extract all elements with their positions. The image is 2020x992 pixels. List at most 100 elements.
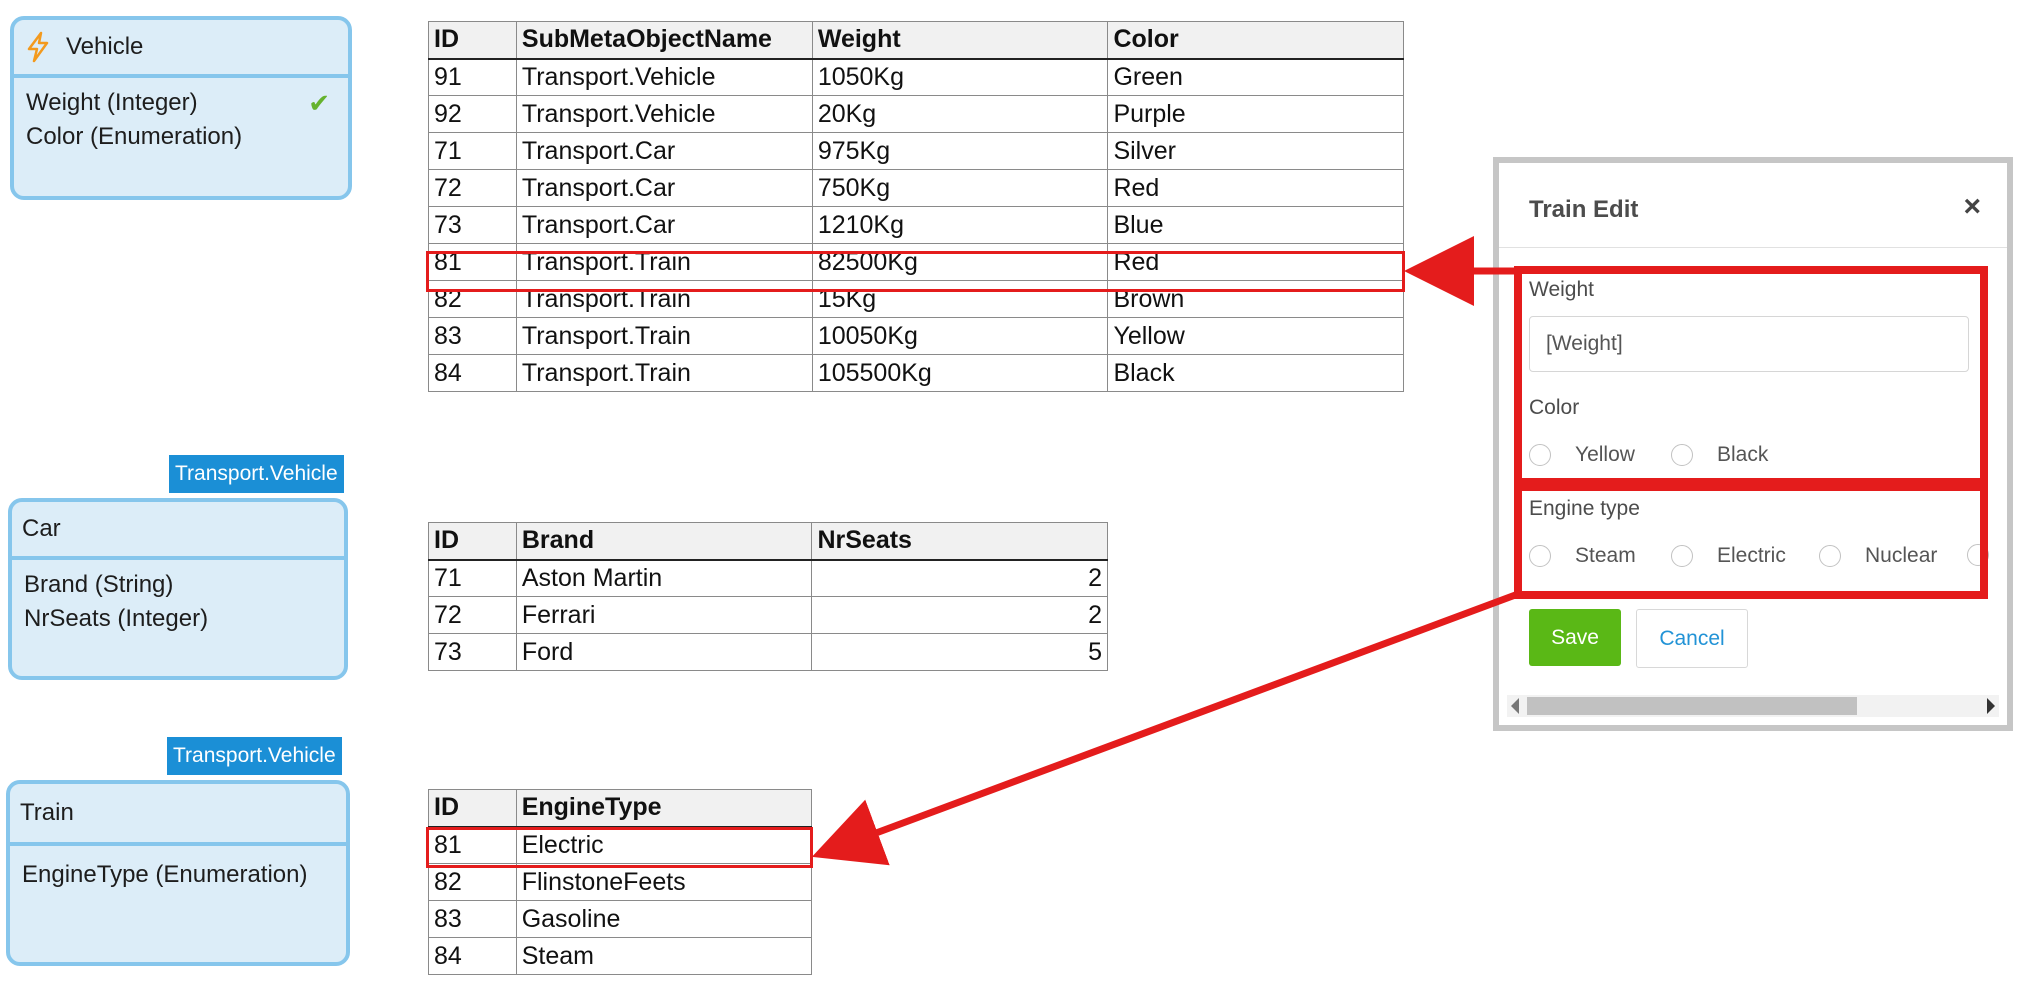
vehicle-attributes: Weight (Integer) ✔ Color (Enumeration) <box>14 78 348 162</box>
table-cell: Ford <box>515 633 813 671</box>
car-parent-tag: Transport.Vehicle <box>169 455 344 493</box>
table-cell: 83 <box>428 317 517 355</box>
radio-icon[interactable] <box>1671 545 1693 567</box>
engine-type-label: Engine type <box>1529 497 1640 520</box>
table-header-row: ID EngineType <box>428 789 813 828</box>
train-parent-tag: Transport.Vehicle <box>167 737 342 775</box>
table-cell: Transport.Car <box>515 169 813 207</box>
table-cell: Yellow <box>1107 317 1404 355</box>
horizontal-scrollbar[interactable] <box>1507 695 1999 717</box>
scroll-left-icon[interactable] <box>1511 698 1519 714</box>
column-header: SubMetaObjectName <box>515 21 813 60</box>
dialog-title: Train Edit <box>1529 196 1639 223</box>
table-cell: 84 <box>428 937 517 975</box>
table-cell: Transport.Car <box>515 206 813 244</box>
scroll-right-icon[interactable] <box>1987 698 1995 714</box>
engine-option-partial[interactable] <box>1967 544 2013 566</box>
column-header: Brand <box>515 522 813 561</box>
dialog-body: Train Edit × Weight [Weight] Color Yello… <box>1499 163 2007 725</box>
train-edit-dialog: Train Edit × Weight [Weight] Color Yello… <box>1493 157 2013 731</box>
table-cell: 83 <box>428 900 517 938</box>
radio-icon[interactable] <box>1529 444 1551 466</box>
attribute-nrseats: NrSeats (Integer) <box>24 602 332 636</box>
checkmark-icon: ✔ <box>308 88 330 118</box>
car-entity: Car Brand (String) NrSeats (Integer) <box>8 498 348 680</box>
cancel-button[interactable]: Cancel <box>1636 609 1748 668</box>
engine-option-nuclear[interactable]: Nuclear <box>1819 544 1937 568</box>
weight-input[interactable]: [Weight] <box>1529 316 1969 372</box>
table-cell: 72 <box>428 169 517 207</box>
attribute-label: Weight (Integer) <box>26 89 198 116</box>
table-cell: 92 <box>428 95 517 133</box>
table-cell: 82 <box>428 863 517 901</box>
table-cell: 750Kg <box>811 169 1109 207</box>
attribute-weight: Weight (Integer) ✔ <box>26 86 336 120</box>
table-cell: Transport.Train <box>515 280 813 318</box>
table-cell: Green <box>1107 58 1404 96</box>
table-cell: 81 <box>428 243 517 281</box>
table-cell: 91 <box>428 58 517 96</box>
table-cell: Transport.Train <box>515 243 813 281</box>
table-cell: 975Kg <box>811 132 1109 170</box>
table-cell: 82 <box>428 280 517 318</box>
radio-icon[interactable] <box>1529 545 1551 567</box>
train-attributes: EngineType (Enumeration) <box>10 846 346 900</box>
radio-label: Electric <box>1717 544 1786 567</box>
table-cell: Gasoline <box>515 900 813 938</box>
scrollbar-thumb[interactable] <box>1527 697 1857 715</box>
color-option-yellow[interactable]: Yellow <box>1529 443 1635 467</box>
attribute-label: Color (Enumeration) <box>26 123 243 150</box>
table-cell: 20Kg <box>811 95 1109 133</box>
column-header: ID <box>428 522 517 561</box>
radio-label: Steam <box>1575 544 1636 567</box>
table-cell: Electric <box>515 826 813 864</box>
table-cell: Transport.Car <box>515 132 813 170</box>
table-cell: Steam <box>515 937 813 975</box>
color-option-black[interactable]: Black <box>1671 443 1768 467</box>
table-cell: 1050Kg <box>811 58 1109 96</box>
close-icon[interactable]: × <box>1963 190 1981 223</box>
color-label: Color <box>1529 396 1580 419</box>
table-cell: 81 <box>428 826 517 864</box>
attribute-enginetype: EngineType (Enumeration) <box>22 858 334 892</box>
table-cell: 2 <box>811 559 1108 597</box>
column-header: ID <box>428 789 517 828</box>
table-cell: 10050Kg <box>811 317 1109 355</box>
table-cell: Red <box>1107 169 1404 207</box>
radio-label: Yellow <box>1575 443 1635 466</box>
table-header-row: ID SubMetaObjectName Weight Color <box>428 21 1404 60</box>
table-cell: FlinstoneFeets <box>515 863 813 901</box>
table-cell: Transport.Vehicle <box>515 95 813 133</box>
table-cell: 1210Kg <box>811 206 1109 244</box>
table-cell: 5 <box>811 633 1108 671</box>
radio-icon[interactable] <box>1967 544 1989 566</box>
car-entity-name: Car <box>22 515 61 542</box>
vehicle-entity-header: Vehicle <box>14 20 348 78</box>
table-cell: 2 <box>811 596 1108 634</box>
vehicle-entity-name: Vehicle <box>66 33 144 60</box>
table-cell: Brown <box>1107 280 1404 318</box>
lightning-bolt-icon <box>27 31 49 63</box>
engine-option-steam[interactable]: Steam <box>1529 544 1636 568</box>
save-button[interactable]: Save <box>1529 609 1621 666</box>
table-cell: Black <box>1107 354 1404 392</box>
car-attributes: Brand (String) NrSeats (Integer) <box>12 560 344 644</box>
train-entity-header: Train <box>10 784 346 846</box>
engine-option-electric[interactable]: Electric <box>1671 544 1786 568</box>
train-entity: Train EngineType (Enumeration) <box>6 780 350 966</box>
attribute-label: Brand (String) <box>24 571 174 598</box>
radio-icon[interactable] <box>1671 444 1693 466</box>
radio-icon[interactable] <box>1819 545 1841 567</box>
